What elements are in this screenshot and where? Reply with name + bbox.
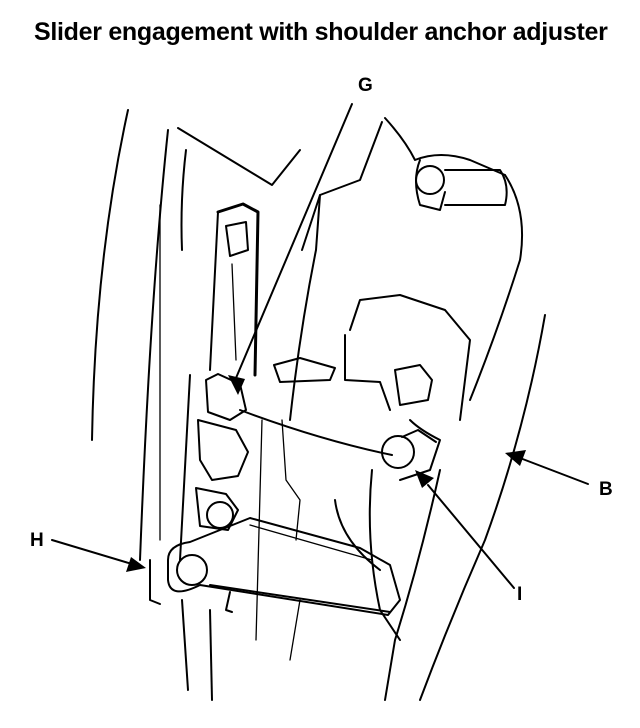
- anchor-roller: [381, 429, 437, 469]
- slider-rail: [179, 202, 260, 561]
- diagram-title: Slider engagement with shoulder anchor a…: [34, 18, 608, 46]
- pillar-trim-outline: [91, 109, 301, 605]
- adjuster-bracket: [167, 517, 401, 616]
- arrow-i-icon: [415, 470, 434, 488]
- arrow-h-icon: [126, 557, 146, 572]
- center-pillar-panel: [239, 117, 524, 661]
- callout-label-b: B: [599, 479, 613, 500]
- arrow-b-icon: [505, 450, 526, 466]
- callout-label-g: G: [358, 75, 373, 96]
- arrow-g-icon: [228, 375, 245, 395]
- lower-trim: [181, 591, 233, 701]
- callout-label-h: H: [30, 530, 44, 551]
- callout-leaders: [51, 103, 589, 589]
- callout-label-i: I: [517, 584, 522, 605]
